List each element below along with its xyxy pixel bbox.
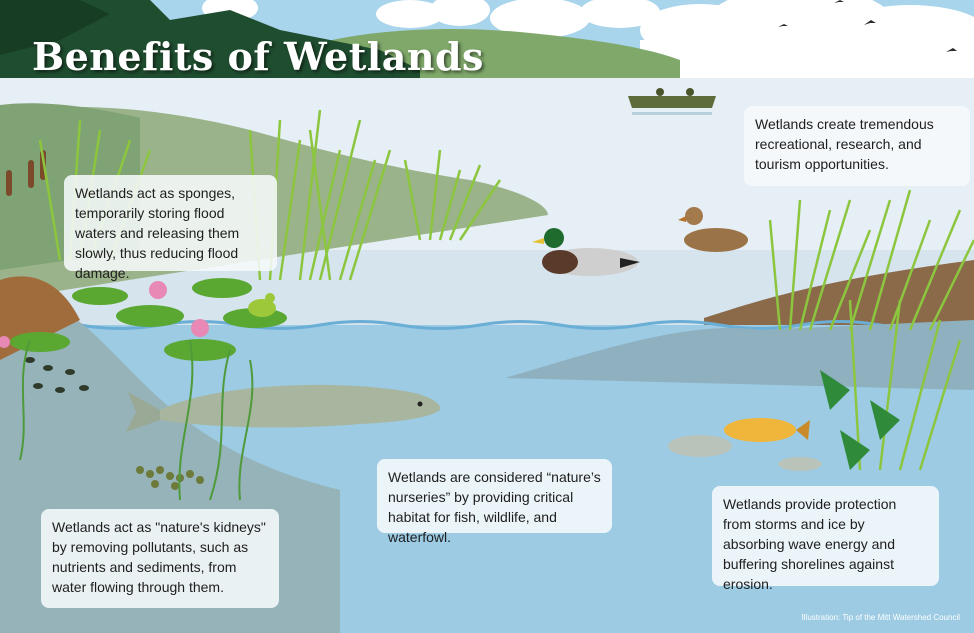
callout-recreation: Wetlands create tremendous recreational,… [744,106,970,186]
lily-pads [10,278,287,361]
lake-bottom-right [505,320,974,390]
mallard-hen [678,207,748,252]
page-title: Benefits of Wetlands [32,34,484,79]
underwater-weeds [19,339,254,501]
pike-fish [126,384,441,432]
callout-storm-protection: Wetlands provide protection from storms … [712,486,939,592]
callout-nature-kidneys: Wetlands act as "nature's kidneys" by re… [41,509,279,608]
tadpoles [25,357,89,393]
perch-fish [668,418,822,471]
mallard-drake [532,228,640,276]
callout-flood-sponges: Wetlands act as sponges, temporarily sto… [64,175,277,281]
birds [778,0,957,52]
canoe [628,88,716,115]
arrowhead-plants [820,370,900,470]
callout-nature-nurseries: Wetlands are considered “nature’s nurser… [377,459,612,545]
illustration-credit: Illustration: Tip of the Mitt Watershed … [801,613,960,622]
fish-eggs [136,466,204,490]
lily-flowers [0,281,209,348]
frog [248,293,276,317]
right-shore [704,260,974,330]
